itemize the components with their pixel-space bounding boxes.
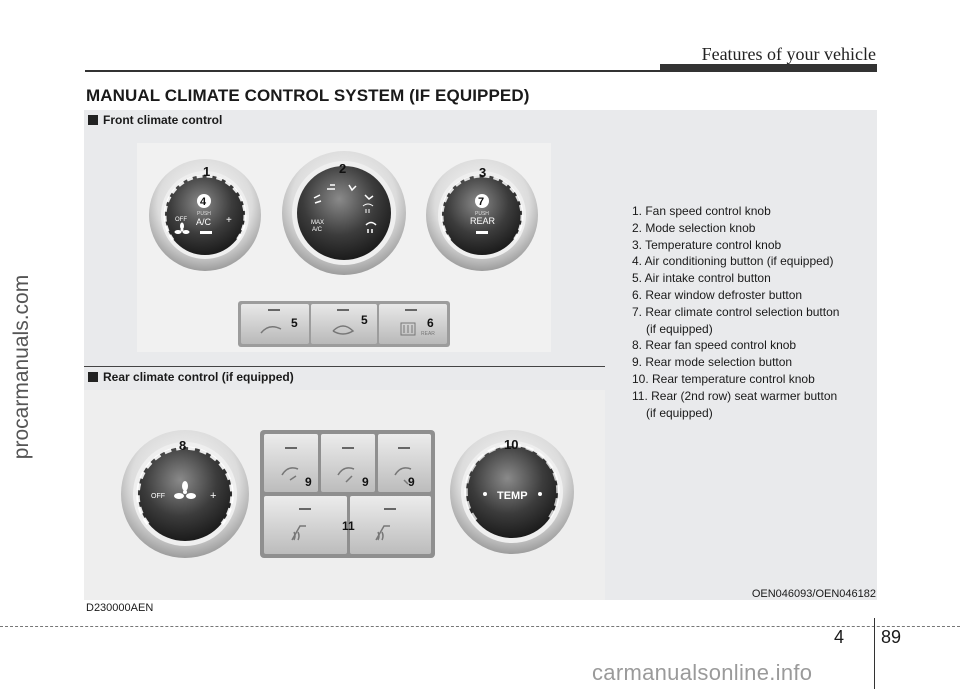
fan-speed-knob[interactable]: 1 4 PUSH A/C OFF + [149,159,261,271]
fan-icon [174,481,196,499]
header-tab-bar [660,64,877,72]
callout-9b: 9 [362,475,369,489]
plus-label: + [226,215,232,226]
bottom-watermark: carmanualsonline.info [592,660,813,685]
callout-legend: 1. Fan speed control knob 2. Mode select… [632,203,872,421]
legend-item: 5. Air intake control button [632,271,771,286]
header-title: Features of your vehicle [701,44,876,64]
callout-5a: 5 [291,316,298,330]
seat-warmer-icon [291,525,306,541]
callout-11: 11 [342,519,355,533]
seat-warmer-icon [375,525,390,541]
rear-push-label: PUSH [475,211,489,217]
footer-dashed-rule [0,626,960,627]
section-code: D230000AEN [86,602,154,614]
legend-item-continuation: (if equipped) [646,321,713,336]
square-bullet-icon [88,115,98,125]
front-subtitle-text: Front climate control [103,113,223,127]
front-control-illustration: 1 4 PUSH A/C OFF + 2 MAX A/C [149,151,538,347]
callout-4: 4 [200,196,207,208]
fresh-air-icon [260,326,282,334]
callout-7: 7 [478,196,484,208]
rear-off-label: OFF [151,493,165,500]
front-subtitle: Front climate control [88,113,222,127]
legend-item: 10. Rear temperature control knob [632,371,815,386]
right-seat-warmer-button[interactable] [350,496,431,554]
rear-mode-button-3[interactable] [378,434,431,492]
rear-button-block: 9 9 9 11 [260,430,435,558]
page-separator [874,618,875,689]
callout-6: 6 [427,316,434,330]
section-divider [84,366,605,367]
section-title: MANUAL CLIMATE CONTROL SYSTEM (IF EQUIPP… [86,86,530,105]
legend-item: 11. Rear (2nd row) seat warmer button [632,388,838,403]
legend-item: 2. Mode selection knob [632,220,756,235]
temp-label: TEMP [497,490,528,502]
rear-defroster-button[interactable] [379,304,447,344]
legend-item: 4. Air conditioning button (if equipped) [632,254,834,269]
legend-item: 6. Rear window defroster button [632,287,803,302]
mode-selection-knob[interactable]: 2 MAX A/C [282,151,406,275]
legend-item: 8. Rear fan speed control knob [632,338,797,353]
legend-item: 3. Temperature control knob [632,237,782,252]
callout-8: 8 [179,438,186,453]
callout-9a: 9 [305,475,312,489]
rear-mode-button-2[interactable] [321,434,375,492]
air-intake-recirc-button[interactable] [311,304,377,344]
off-label: OFF [175,217,187,223]
header-rule [85,70,877,72]
callout-5b: 5 [361,313,368,327]
callout-2: 2 [339,161,346,176]
rear-plus-label: + [210,490,216,502]
recirculation-icon [332,325,355,335]
rear-subtitle-text: Rear climate control (if equipped) [103,370,294,384]
vent-mode-icons [313,184,377,233]
rear-subtitle: Rear climate control (if equipped) [88,370,294,384]
rear-control-illustration: 8 OFF + 9 9 9 11 10 [121,430,574,558]
left-seat-warmer-button[interactable] [264,496,347,554]
chapter-number: 4 [834,627,845,647]
side-watermark: procarmanuals.com [10,274,33,460]
vent-face-icon [281,467,299,481]
front-button-strip: 5 5 6 REAR [238,301,450,347]
legend-item: 9. Rear mode selection button [632,355,793,370]
vent-floor-icon [394,467,412,485]
rear-label: REAR [470,216,496,226]
max-ac-label: A/C [312,227,323,233]
ac-label: A/C [196,217,212,227]
callout-3: 3 [479,165,486,180]
legend-item: 1. Fan speed control knob [632,204,771,218]
callout-9c: 9 [408,475,415,489]
fan-icon [174,222,190,234]
rear-defrost-label: REAR [421,331,435,337]
rear-temperature-knob[interactable]: 10 TEMP [450,430,574,554]
temperature-knob[interactable]: 3 7 PUSH REAR [426,159,538,271]
max-label: MAX [311,220,324,226]
callout-1: 1 [203,164,210,179]
rear-mode-button-1[interactable] [264,434,318,492]
defroster-icon [400,322,416,336]
page-number: 89 [881,627,902,647]
defrost-icon [362,203,374,213]
figure-code: OEN046093/OEN046182 [751,588,876,600]
callout-10: 10 [504,437,518,452]
legend-item-continuation: (if equipped) [646,405,713,420]
square-bullet-icon [88,372,98,382]
push-label: PUSH [197,211,211,217]
legend-item: 7. Rear climate control selection button [632,304,840,319]
vent-bilevel-icon [337,467,355,483]
rear-fan-speed-knob[interactable]: 8 OFF + [121,430,249,558]
air-intake-fresh-button[interactable] [241,304,309,344]
